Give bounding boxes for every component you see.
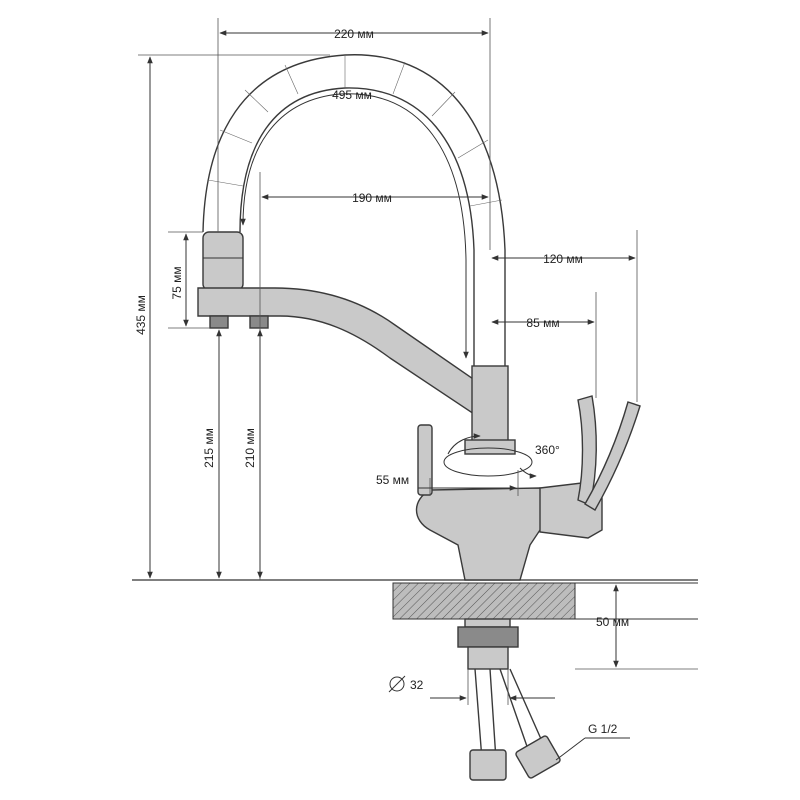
dim-hole-diameter: 32 xyxy=(410,678,424,692)
supply-fitting-left xyxy=(469,749,507,781)
swivel-ring xyxy=(464,439,516,455)
dim-total-width: 220 мм xyxy=(334,27,374,41)
faucet-outline xyxy=(132,54,698,781)
dim-thread: G 1/2 xyxy=(588,722,618,736)
dimension-lines xyxy=(138,18,698,761)
filter-knob xyxy=(417,424,433,496)
mount-stud xyxy=(464,618,511,628)
filtered-spout xyxy=(197,287,493,420)
supply-hose-left xyxy=(474,668,497,761)
spout-nozzle-right xyxy=(249,315,269,329)
hose-ribs xyxy=(207,55,503,207)
swivel-column xyxy=(471,365,509,443)
dim-swivel: 360° xyxy=(535,443,560,457)
dim-mount-depth: 50 мм xyxy=(596,615,629,629)
dim-handle-reach: 120 мм xyxy=(543,252,583,266)
spout-nozzle-left xyxy=(209,315,229,329)
mount-thread xyxy=(467,646,509,670)
supply-fitting-right xyxy=(515,735,561,779)
spray-head xyxy=(202,231,244,291)
mixer-lever-handle xyxy=(584,401,641,511)
dim-head-height: 75 мм xyxy=(170,266,184,299)
dim-hose-length: 495 мм xyxy=(332,88,372,102)
dim-total-height: 435 мм xyxy=(134,295,148,335)
mount-nut xyxy=(457,626,519,648)
dim-lever-reach: 85 мм xyxy=(526,316,559,330)
supply-hose-right xyxy=(499,668,546,756)
dim-body-offset: 55 мм xyxy=(376,473,409,487)
diameter-symbol-icon xyxy=(389,676,405,692)
dim-spout-reach: 190 мм xyxy=(352,191,392,205)
gooseneck-inner xyxy=(239,87,475,368)
dim-spout-height-2: 210 мм xyxy=(243,428,257,468)
dimension-labels: 220 мм 495 мм 190 мм 120 мм 85 мм 435 мм… xyxy=(134,27,629,736)
main-body xyxy=(415,487,547,581)
countertop-section xyxy=(392,582,576,620)
dim-spout-height-1: 215 мм xyxy=(202,428,216,468)
